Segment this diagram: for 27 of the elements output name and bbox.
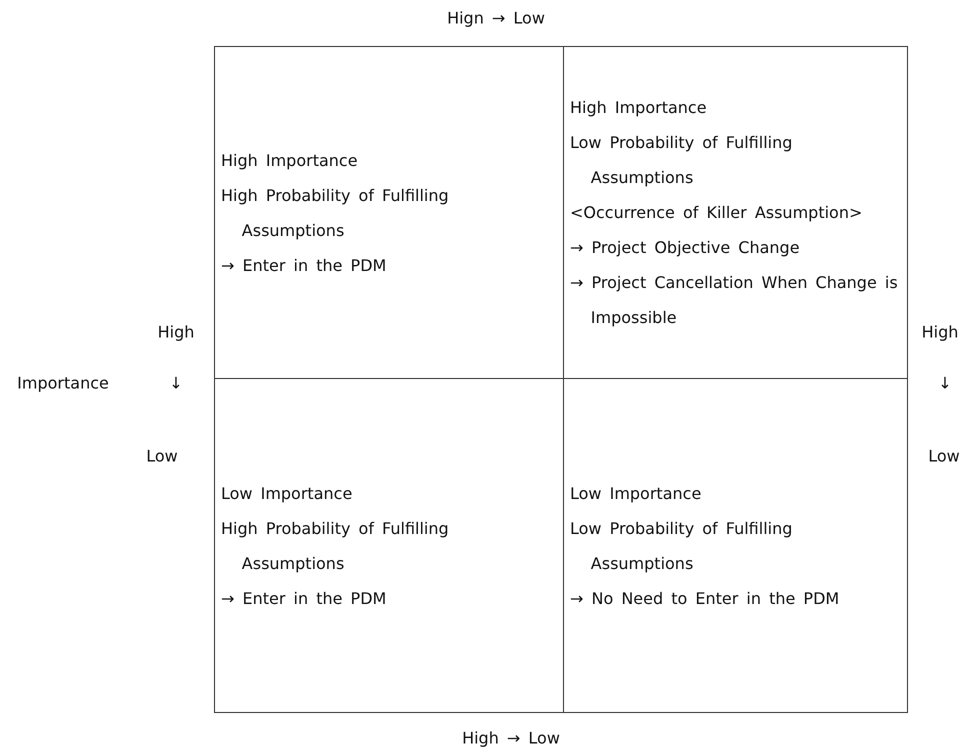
quadrant-text: High Importance <box>570 97 708 119</box>
axis-label: Low <box>928 446 960 466</box>
quadrant-text: High Probability of Fulfilling Assumptions <box>221 518 450 574</box>
axis-label: High <box>158 322 194 342</box>
quadrant-text: High Probability of Fulfilling Assumptions <box>221 184 450 242</box>
axis-label: Hign → Low <box>447 8 545 28</box>
quadrant-text: → Project Objective Change <box>570 237 801 259</box>
matrix-quadrant <box>214 378 564 713</box>
quadrant-text: Low Probability of Fulfilling Assumptions <box>570 132 794 189</box>
quadrant-text: High Importance <box>221 150 359 172</box>
quadrant-text: → Enter in the PDM <box>221 254 388 276</box>
quadrant-text: Low Importance <box>570 482 702 504</box>
axis-label: High <box>922 322 958 342</box>
axis-label: Low <box>146 446 178 466</box>
matrix-quadrant <box>563 378 908 713</box>
quadrant-text: → Enter in the PDM <box>221 588 388 610</box>
quadrant-text: Low Importance <box>221 482 354 504</box>
axis-label: ↓ <box>169 374 183 392</box>
quadrant-text: → Project Cancellation When Change is Impossible <box>570 272 899 329</box>
axis-label: ↓ <box>938 374 952 392</box>
quadrant-text: → No Need to Enter in the PDM <box>570 588 840 610</box>
quadrant-text: <Occurrence of Killer Assumption> <box>570 202 864 224</box>
matrix-quadrant <box>563 46 908 379</box>
matrix-quadrant <box>214 46 564 379</box>
quadrant-text: Low Probability of Fulfilling Assumptions <box>570 518 794 574</box>
axis-label: High → Low <box>462 728 560 748</box>
axis-label: Importance <box>17 374 109 392</box>
